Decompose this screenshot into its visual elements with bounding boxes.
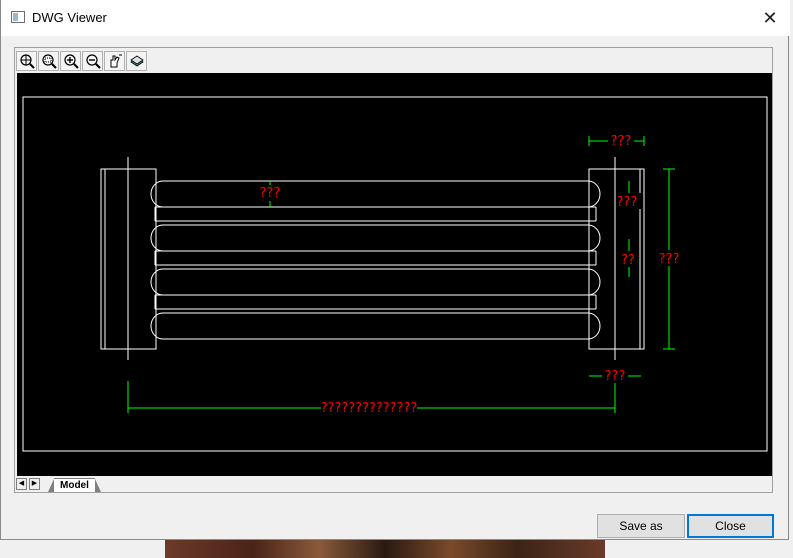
pan-icon (110, 54, 122, 68)
layers-icon (129, 55, 144, 67)
desktop-wallpaper (165, 540, 605, 558)
dialog-window: DWG Viewer ✕ (0, 0, 790, 540)
dim-height-bg (655, 250, 683, 266)
layout-tab-bar: ◀ ▶ Model (16, 478, 771, 492)
bellows-tubes (150, 180, 601, 340)
dwg-drawing: ??? ??? ??? ?? ??? ??? ?????????????? (22, 96, 768, 452)
tab-next-button[interactable]: ▶ (29, 478, 40, 490)
zoom-window-button[interactable] (38, 51, 59, 71)
window-title: DWG Viewer (32, 10, 107, 25)
left-flange (100, 157, 157, 360)
layers-button[interactable] (126, 51, 147, 71)
app-icon (11, 11, 25, 23)
title-bar: DWG Viewer ✕ (1, 0, 790, 36)
dim-gap-bg (257, 185, 283, 201)
zoom-extents-button[interactable] (16, 51, 37, 71)
tab-prev-button[interactable]: ◀ (16, 478, 27, 490)
close-button[interactable]: Close (687, 514, 774, 538)
dimension-lines (127, 136, 675, 413)
dim-overall-bg (321, 399, 417, 415)
drawing-canvas[interactable]: ??? ??? ??? ?? ??? ??? ?????????????? (17, 73, 772, 476)
zoom-in-button[interactable] (60, 51, 81, 71)
zoom-out-button[interactable] (82, 51, 103, 71)
zoom-out-icon (85, 54, 101, 69)
dim-top-label: ??? (611, 134, 632, 149)
window-close-button[interactable]: ✕ (762, 8, 778, 28)
tab-model[interactable]: Model (48, 478, 101, 492)
dim-right-mid-label: ?? (621, 253, 635, 268)
dim-right-upper-label: ??? (617, 195, 638, 210)
zoom-window-icon (41, 54, 57, 69)
dim-height-label: ??? (659, 252, 680, 267)
dim-top-bg (608, 131, 634, 147)
save-as-button[interactable]: Save as (597, 514, 685, 538)
drawing-frame (22, 96, 768, 452)
dim-right-mid-bg (618, 251, 638, 267)
dim-overall-label: ?????????????? (321, 401, 418, 416)
dwg-viewer-panel: ??? ??? ??? ?? ??? ??? ?????????????? ◀ … (14, 47, 773, 493)
zoom-in-icon (63, 54, 79, 69)
pan-button[interactable] (104, 51, 125, 71)
viewer-toolbar (16, 51, 147, 73)
dim-right-upper-bg (616, 193, 642, 209)
zoom-extents-icon (19, 54, 35, 69)
dim-bottom-right-bg (602, 367, 628, 383)
dim-gap-label: ??? (260, 186, 281, 201)
dim-bottom-right-label: ??? (605, 369, 626, 384)
